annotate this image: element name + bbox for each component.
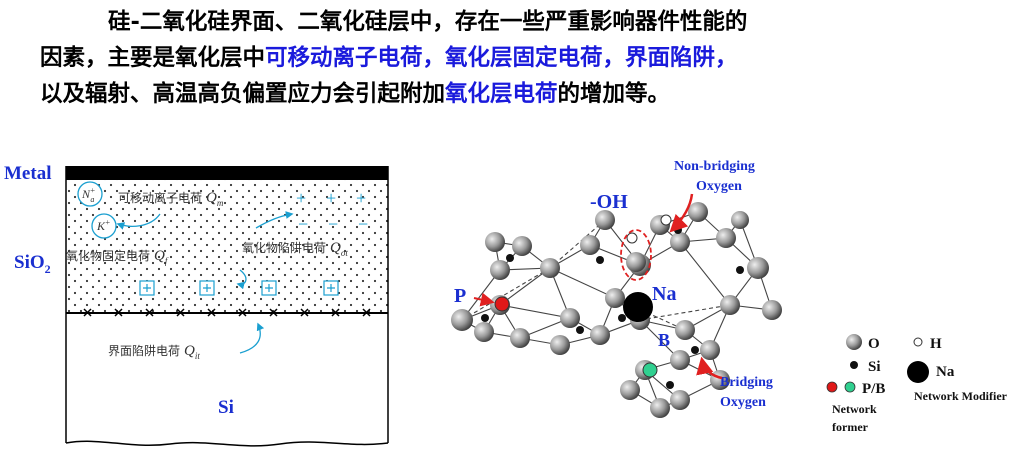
- hydrogen-atom: [626, 232, 638, 244]
- metal-label: Metal: [4, 163, 51, 184]
- metal-layer: [66, 166, 388, 180]
- legend-pb-label: P/B: [862, 381, 885, 397]
- oh-group-highlight: [620, 229, 652, 281]
- legend-network-modifier: Network Modifier: [914, 389, 1008, 403]
- phosphorus-atom: [494, 296, 510, 312]
- non-bridging-arrow: [669, 193, 694, 233]
- svg-text:K+: K+: [96, 218, 110, 233]
- svg-text:−: −: [328, 214, 338, 234]
- legend-na-label: Na: [936, 364, 955, 380]
- legend-na-swatch: [907, 361, 929, 383]
- legend-o-label: O: [868, 336, 880, 352]
- si-label: Si: [218, 397, 234, 418]
- sio2-label: SiO2: [14, 252, 51, 276]
- legend-h-swatch: [913, 337, 923, 347]
- legend-si-swatch: [850, 361, 858, 369]
- svg-text:former: former: [832, 420, 869, 434]
- hydrogen-atom: [660, 214, 672, 226]
- headline-line-2: 因素，主要是氧化层中可移动离子电荷，氧化层固定电荷，界面陷阱，: [40, 45, 738, 71]
- headline-highlight-2: 氧化层电荷: [445, 81, 558, 107]
- legend-si-label: Si: [868, 359, 881, 375]
- boron-atom: [642, 362, 658, 378]
- headline-highlight-1: 可移动离子电荷，氧化层固定电荷，界面陷阱，: [265, 45, 738, 71]
- legend-h-label: H: [930, 336, 942, 352]
- legend: O H Si Na P/B Network former Network Mod…: [826, 334, 1008, 434]
- headline: 硅-二氧化硅界面、二氧化硅层中，存在一些严重影响器件性能的 因素，主要是氧化层中…: [40, 4, 1030, 112]
- fixed-charge-boxes: [139, 280, 339, 296]
- svg-text:−: −: [298, 214, 308, 234]
- bridging-label: Bridging: [720, 375, 773, 390]
- b-label: B: [658, 330, 670, 350]
- oh-label: -OH: [590, 191, 628, 213]
- svg-text:N+a: N+a: [81, 186, 95, 204]
- svg-text:Oxygen: Oxygen: [696, 179, 742, 194]
- glass-network-diagram: -OH Non-bridging Oxygen Na P B Bridging …: [451, 159, 1008, 434]
- p-label: P: [454, 285, 466, 307]
- oxide-trapped-charges: + + + − − −: [296, 188, 368, 234]
- interface-trap-marks: [83, 308, 371, 317]
- na-label: Na: [652, 283, 676, 305]
- svg-text:+: +: [296, 188, 306, 208]
- na-ion: [77, 181, 103, 207]
- svg-text:Oxygen: Oxygen: [720, 395, 766, 410]
- headline-line-1: 硅-二氧化硅界面、二氧化硅层中，存在一些严重影响器件性能的: [108, 9, 748, 35]
- non-bridging-label: Non-bridging: [674, 159, 755, 174]
- bridging-arrow: [696, 356, 723, 380]
- legend-network-former: Network: [832, 402, 877, 416]
- legend-o-swatch: [846, 334, 862, 350]
- legend-b-swatch: [844, 381, 856, 393]
- legend-p-swatch: [826, 381, 838, 393]
- sodium-atom: [623, 292, 653, 322]
- svg-text:+: +: [356, 188, 366, 208]
- si-substrate-edge: [65, 440, 389, 447]
- svg-text:+: +: [326, 188, 336, 208]
- svg-text:−: −: [358, 214, 368, 234]
- k-ion: [91, 213, 117, 239]
- headline-line-3: 以及辐射、高温高负偏置应力会引起附加氧化层电荷的增加等。: [40, 81, 671, 107]
